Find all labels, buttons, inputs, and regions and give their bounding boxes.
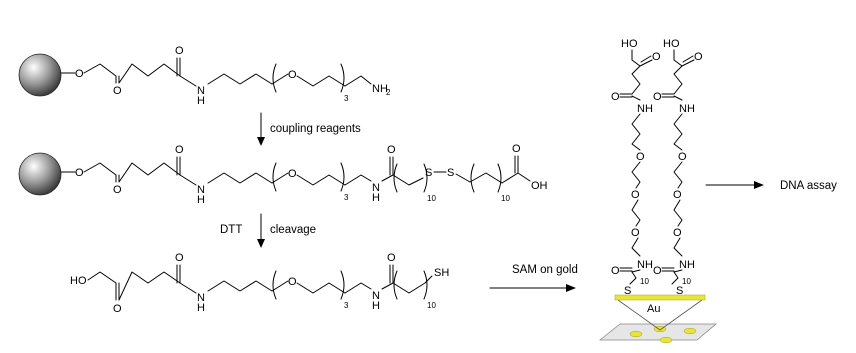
amide-h-2: H	[372, 300, 380, 312]
strand-o-ether: O	[673, 227, 682, 239]
acid-ho: HO	[70, 275, 87, 287]
sam-strand-left: HO O O NH O O O NH O 10 S	[611, 38, 661, 297]
sulfur-1: S	[425, 167, 432, 179]
strand-nh: NH	[679, 259, 695, 271]
compound-1-resin-amine: O O O N H O 3 NH 2	[18, 45, 391, 107]
ester-o: O	[75, 167, 84, 179]
alkyl-repeat-n: 10	[501, 194, 510, 203]
amide-h-2: H	[372, 192, 380, 204]
step-1-arrow: coupling reagents	[257, 112, 361, 146]
amine-sub-2: 2	[386, 88, 391, 97]
sam-surface-diagram: Au HO O O NH O O O NH O 10 S	[598, 38, 718, 344]
strand-o-ether: O	[673, 189, 682, 201]
sam-on-gold-label: SAM on gold	[512, 264, 578, 276]
amide-n: N	[197, 292, 205, 304]
strand-s: S	[624, 285, 631, 297]
amide-h: H	[197, 302, 205, 314]
gold-spot	[659, 336, 673, 344]
carbonyl-o-3: O	[387, 252, 396, 264]
carbonyl-o-3: O	[387, 144, 396, 156]
gold-layer	[614, 294, 706, 301]
carbonyl-o-1: O	[113, 184, 122, 196]
peg-repeat-n: 3	[344, 193, 349, 202]
ester-o: O	[75, 68, 84, 80]
gold-spot	[683, 327, 697, 335]
dna-assay-label: DNA assay	[780, 180, 837, 192]
resin-bead	[18, 152, 62, 196]
sulfur-2: S	[447, 167, 454, 179]
thiol-sh: SH	[434, 267, 449, 279]
peg-repeat-n: 3	[344, 301, 349, 310]
strand-s: S	[676, 285, 683, 297]
strand-alkyl-n: 10	[682, 277, 691, 286]
strand-o-amide: O	[653, 91, 662, 103]
reagent-coupling-label: coupling reagents	[270, 123, 361, 135]
reagent-cleavage-label: cleavage	[270, 224, 316, 236]
compound-2-resin-disulfide: O O O N H O 3 N H O 10 S S 10 O OH	[18, 143, 548, 206]
ether-o: O	[288, 168, 297, 180]
strand-o-amide: O	[611, 91, 620, 103]
strand-nh: NH	[637, 259, 653, 271]
amide-n: N	[197, 85, 205, 97]
sam-strand-right: HO O O NH O O O NH O 10 S	[653, 38, 703, 297]
acid-carbonyl-o: O	[113, 303, 122, 315]
strand-nh: NH	[637, 103, 653, 115]
step-2-arrow: DTT cleavage	[220, 213, 316, 248]
step-3-arrow: SAM on gold	[489, 264, 578, 292]
alkyl-repeat-n: 10	[427, 194, 436, 203]
strand-o-acid: O	[652, 51, 661, 63]
strand-ho: HO	[621, 38, 638, 50]
strand-o-ether: O	[636, 151, 645, 163]
amide-n-2: N	[372, 290, 380, 302]
gold-au-label: Au	[647, 303, 660, 315]
amide-h: H	[197, 95, 205, 107]
strand-o-ether: O	[631, 189, 640, 201]
peg-repeat-n: 3	[344, 94, 349, 103]
strand-ho: HO	[663, 38, 680, 50]
strand-alkyl-n: 10	[640, 277, 649, 286]
strand-o-ether: O	[678, 151, 687, 163]
amide-carbonyl-o: O	[175, 252, 184, 264]
strand-o-amide: O	[611, 265, 620, 277]
strand-nh: NH	[679, 103, 695, 115]
strand-o-acid: O	[694, 51, 703, 63]
alkyl-repeat-n: 10	[427, 301, 436, 310]
amide-n-2: N	[372, 182, 380, 194]
carbonyl-o-1: O	[113, 85, 122, 97]
acid-carbonyl-o: O	[512, 143, 521, 155]
carbonyl-o-2: O	[175, 144, 184, 156]
resin-bead	[18, 53, 62, 97]
amide-h: H	[197, 194, 205, 206]
zoom-lines	[617, 299, 703, 331]
step-4-arrow: DNA assay	[705, 180, 837, 192]
ether-o: O	[288, 276, 297, 288]
amide-n: N	[197, 184, 205, 196]
reagent-dtt-label: DTT	[220, 224, 242, 236]
acid-oh: OH	[531, 180, 548, 192]
carbonyl-o-2: O	[175, 45, 184, 57]
strand-o-amide: O	[653, 265, 662, 277]
ether-o: O	[288, 69, 297, 81]
compound-3-thiol: HO O O N H O 3 N H O 10 SH	[70, 252, 449, 315]
strand-o-ether: O	[631, 227, 640, 239]
gold-spot	[629, 330, 643, 338]
amine-nh: NH	[372, 83, 388, 95]
